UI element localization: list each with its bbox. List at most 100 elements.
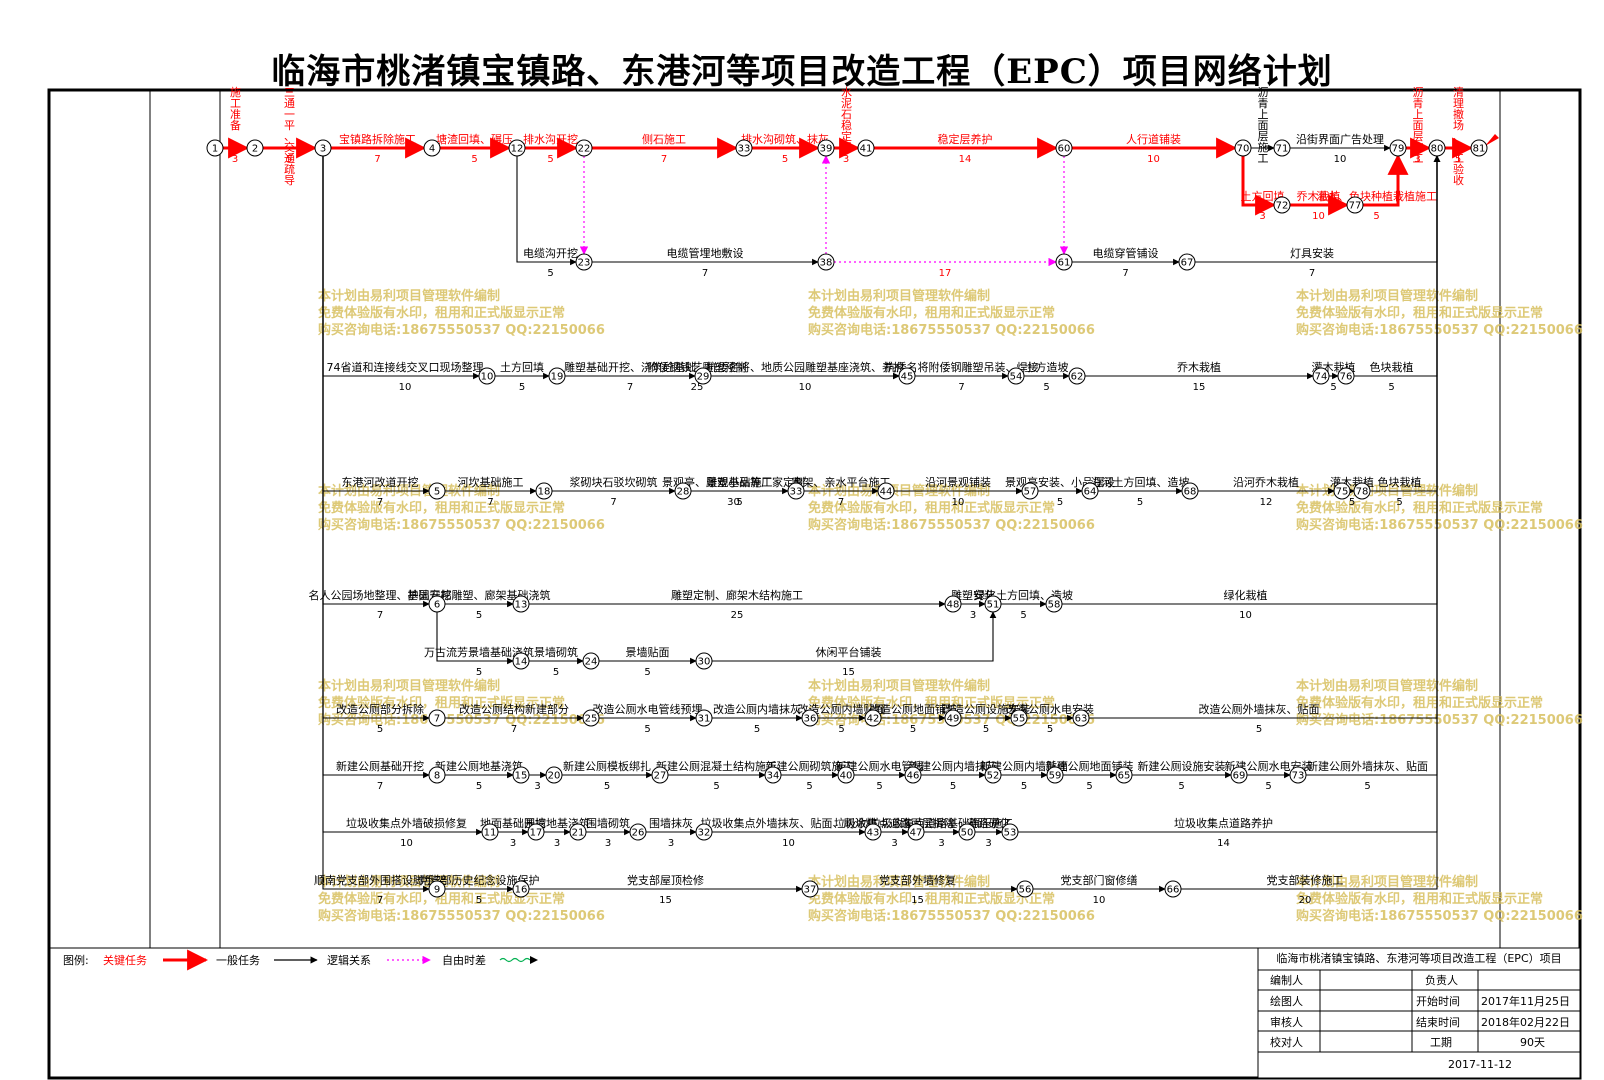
node-number: 15 xyxy=(515,771,528,782)
activity-duration: 20 xyxy=(1299,895,1312,906)
node-number: 76 xyxy=(1340,372,1353,383)
activity-label: 景观亭、雕塑小品等厂家定制 xyxy=(662,475,805,489)
activity-duration: 7 xyxy=(702,268,708,279)
node-circle xyxy=(984,766,1002,784)
node-circle xyxy=(1021,482,1039,500)
activity-arrow xyxy=(1181,155,1441,890)
activity-duration: 5 xyxy=(286,154,292,165)
activity-label: 名人公园场地整理、基础开挖 xyxy=(309,588,452,602)
activity-duration: 5 xyxy=(1057,497,1063,508)
node-circle xyxy=(817,253,835,271)
activity-label: 乔木栽植 xyxy=(1297,189,1341,203)
node-number: 48 xyxy=(947,600,960,611)
node-number: 4 xyxy=(429,144,435,155)
activity-duration: 5 xyxy=(806,781,812,792)
node-68: 68 xyxy=(1181,482,1199,500)
node-58: 58 xyxy=(1045,595,1063,613)
activity-label: 新建公厕地基浇筑 xyxy=(435,759,523,773)
node-circle xyxy=(877,482,895,500)
activity-label: 灯具安装 xyxy=(1290,246,1334,260)
watermark-text: 免费体验版有水印，租用和正式版显示正常 xyxy=(318,500,565,516)
watermark-text: 本计划由易利项目管理软件编制 xyxy=(318,678,500,694)
watermark-text: 免费体验版有水印，租用和正式版显示正常 xyxy=(318,305,565,321)
node-10: 10 xyxy=(478,367,496,385)
activity-duration: 5 xyxy=(1396,497,1402,508)
node-number: 71 xyxy=(1276,144,1289,155)
node-number: 70 xyxy=(1237,144,1250,155)
node-number: 69 xyxy=(1233,771,1246,782)
activity-duration: 10 xyxy=(1334,154,1347,165)
activity-label: 土方回填 xyxy=(500,360,544,374)
node-circle xyxy=(1289,766,1307,784)
activity-label: 色块栽植 xyxy=(1370,360,1414,374)
activity-label: 定 xyxy=(841,129,852,143)
node-72: 72 xyxy=(1273,196,1291,214)
activity-duration: 5 xyxy=(838,724,844,735)
watermark-text: 购买咨询电话:18675550537 QQ:22150066 xyxy=(318,908,605,924)
node-39: 39 xyxy=(817,139,835,157)
activity-label: 平 xyxy=(284,119,295,132)
activity-duration: 7 xyxy=(511,724,517,735)
node-67: 67 xyxy=(1178,253,1196,271)
node-36: 36 xyxy=(801,709,819,727)
activity-label: 导 xyxy=(284,174,295,187)
page-title: 临海市桃渚镇宝镇路、东港河等项目改造工程（EPC）项目网络计划 xyxy=(271,52,1333,92)
activity-label: 石 xyxy=(841,108,852,121)
activity-duration: 15 xyxy=(1193,382,1206,393)
activity-arrow xyxy=(322,156,430,722)
activity-label: 工 xyxy=(1413,152,1424,165)
activity-duration: 15 xyxy=(911,895,924,906)
watermark-text: 免费体验版有水印，租用和正式版显示正常 xyxy=(808,500,1055,516)
activity-label: 沥 xyxy=(1258,86,1269,99)
tb-cell: 负责人 xyxy=(1425,973,1458,987)
node-circle xyxy=(428,709,446,727)
activity-duration: 3 xyxy=(1259,211,1265,222)
node-circle xyxy=(898,367,916,385)
node-number: 67 xyxy=(1181,258,1194,269)
activity-label: 稳定层养护 xyxy=(938,132,993,146)
activity-duration: 7 xyxy=(374,154,380,165)
node-circle xyxy=(575,139,593,157)
activity-arrow xyxy=(1241,156,1277,216)
node-42: 42 xyxy=(864,709,882,727)
activity-duration: 14 xyxy=(1217,838,1230,849)
node-43: 43 xyxy=(864,823,882,841)
node-73: 73 xyxy=(1289,766,1307,784)
node-circle xyxy=(857,139,875,157)
node-34: 34 xyxy=(764,766,782,784)
tb-cell: 结束时间 xyxy=(1416,1016,1460,1029)
activity-label: 沿河土方回填、造坡 xyxy=(1091,475,1190,489)
node-circle xyxy=(1312,367,1330,385)
activity-duration: 5 xyxy=(713,781,719,792)
activity-label: 护国安邦雕塑、廊架基础浇筑 xyxy=(408,588,551,602)
node-number: 10 xyxy=(481,372,494,383)
node-54: 54 xyxy=(1007,367,1025,385)
node-12: 12 xyxy=(508,139,526,157)
node-number: 44 xyxy=(880,487,893,498)
node-18: 18 xyxy=(535,482,553,500)
activity-duration: 5 xyxy=(471,154,477,165)
activity-label: 通 xyxy=(284,152,295,165)
watermark-text: 免费体验版有水印，租用和正式版显示正常 xyxy=(318,695,565,711)
activity-label: 电缆沟开挖 xyxy=(523,246,578,260)
activity-label: 东港河改道开挖 xyxy=(342,475,419,489)
node-circle xyxy=(958,823,976,841)
node-number: 63 xyxy=(1075,714,1088,725)
activity-label: 地面基础开挖 xyxy=(480,816,546,830)
node-number: 22 xyxy=(578,144,591,155)
node-17: 17 xyxy=(527,823,545,841)
activity-label: 交 xyxy=(284,140,295,154)
node-number: 9 xyxy=(434,885,440,896)
node-53: 53 xyxy=(1001,823,1019,841)
node-number: 68 xyxy=(1184,487,1197,498)
